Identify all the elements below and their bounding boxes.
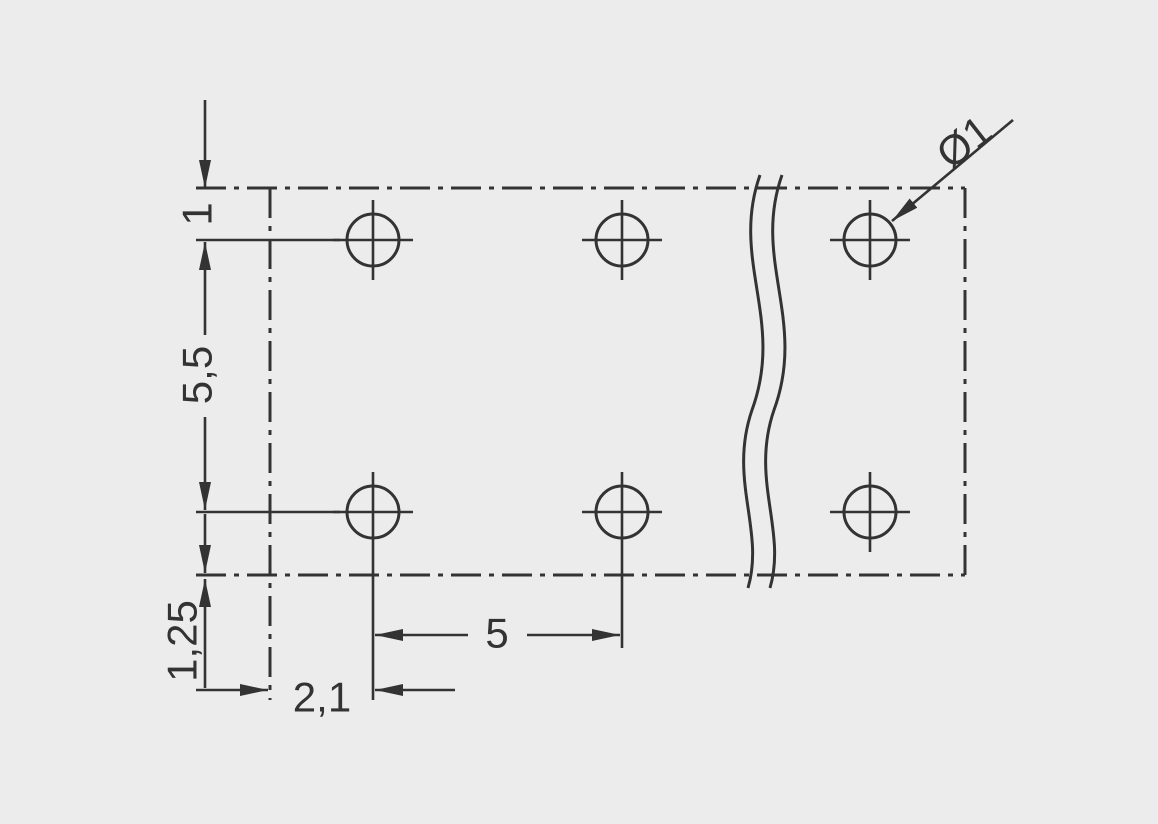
dimension-row-spacing: 5,5 <box>174 242 221 510</box>
hole-bottom-left <box>333 472 413 552</box>
break-curve-right <box>764 174 787 589</box>
dimension-edge-to-first-column: 2,1 <box>196 674 455 721</box>
dim-label-bottom-row-to-edge: 1,25 <box>159 600 206 682</box>
dimension-edge-to-top-row: 1 <box>174 100 221 226</box>
dim-label-edge-to-top-row: 1 <box>174 202 221 225</box>
part-outline <box>196 186 967 700</box>
dimension-bottom-row-to-edge: 1,25 <box>159 514 211 688</box>
hole-bottom-right <box>830 472 910 552</box>
dim-label-column-pitch: 5 <box>485 610 508 657</box>
extension-lines <box>196 238 624 700</box>
hole-top-left <box>333 200 413 280</box>
dim-label-row-spacing: 5,5 <box>174 346 221 404</box>
break-line <box>742 174 787 589</box>
dim-label-hole-diameter: Ø1 <box>927 106 1000 178</box>
hole-top-right <box>830 200 910 280</box>
hole-top-middle <box>582 200 662 280</box>
dim-label-edge-to-first-column: 2,1 <box>293 674 351 721</box>
callout-hole-diameter: Ø1 <box>891 106 1014 222</box>
break-curve-left <box>742 174 765 589</box>
leader-line <box>891 119 1014 222</box>
holes <box>333 200 910 552</box>
hole-bottom-middle <box>582 472 662 552</box>
dimension-column-pitch: 5 <box>375 610 620 657</box>
